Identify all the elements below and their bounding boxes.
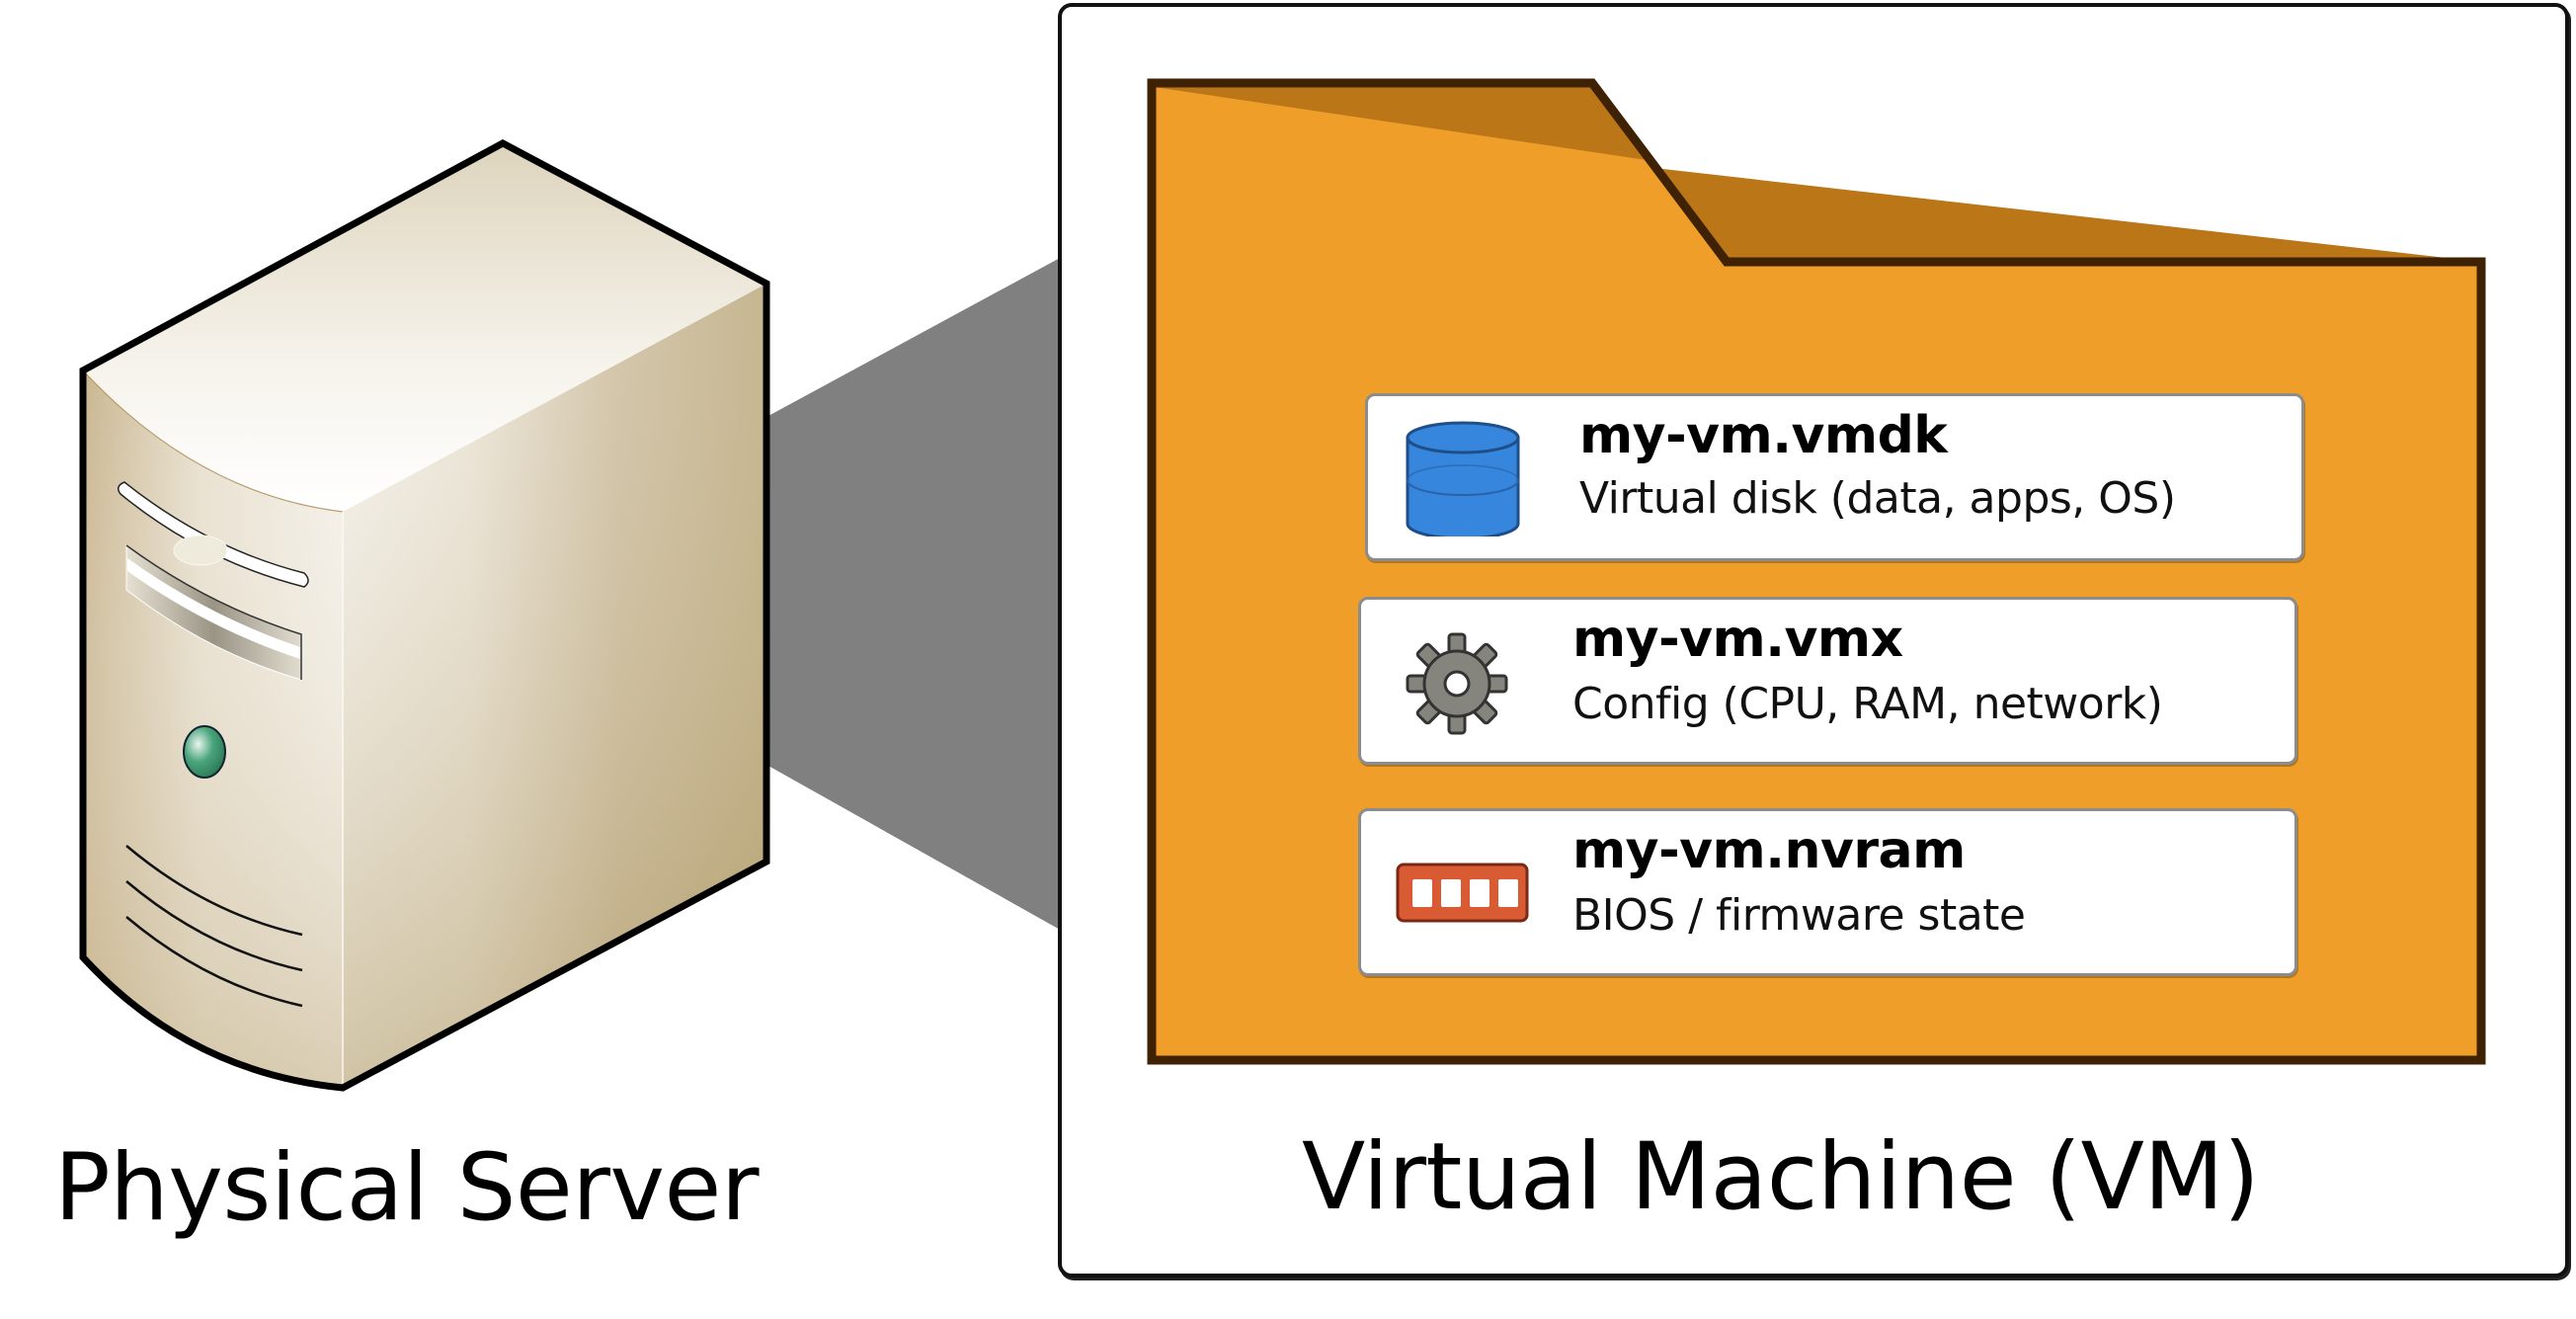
vent-line	[125, 880, 303, 972]
projection-beam	[766, 257, 1062, 931]
file-card-vmdk[interactable]: my-vm.vmdk Virtual disk (data, apps, OS)	[1365, 393, 2304, 561]
server-top-face	[83, 143, 766, 512]
file-name: my-vm.nvram	[1572, 821, 1966, 880]
file-description: Config (CPU, RAM, network)	[1572, 679, 2163, 729]
file-name: my-vm.vmdk	[1579, 406, 1948, 465]
server-button	[173, 535, 228, 566]
file-card-vmx[interactable]: my-vm.vmx Config (CPU, RAM, network)	[1358, 597, 2297, 765]
physical-server-label: Physical Server	[54, 1134, 760, 1242]
file-description: Virtual disk (data, apps, OS)	[1579, 473, 2176, 524]
file-card-nvram[interactable]: my-vm.nvram BIOS / firmware state	[1358, 808, 2297, 976]
memory-chip-icon	[1396, 863, 1529, 923]
file-name: my-vm.vmx	[1572, 610, 1903, 669]
power-led-icon	[183, 725, 226, 779]
virtual-machine-label: Virtual Machine (VM)	[1302, 1123, 2260, 1231]
gear-icon	[1406, 632, 1508, 735]
disk-cylinder-icon	[1406, 421, 1520, 536]
file-description: BIOS / firmware state	[1572, 890, 2026, 941]
vent-line	[125, 845, 303, 937]
vent-line	[125, 916, 303, 1008]
